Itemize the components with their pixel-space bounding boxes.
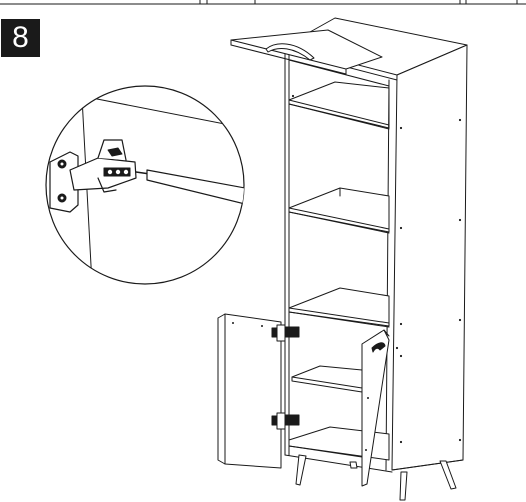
- header-table-fragment: [0, 0, 526, 5]
- leg-front-right: [399, 471, 408, 501]
- cabinet: [284, 17, 468, 501]
- leg-front-left: [295, 454, 307, 486]
- hinge-lower: [271, 412, 300, 430]
- step-number-badge: 8: [1, 19, 40, 57]
- lid-handle: [265, 43, 315, 61]
- hinge-detail: [45, 85, 245, 285]
- hinge-base-plate: [49, 151, 79, 213]
- detail-circle: [45, 85, 245, 285]
- cabinet-right-side: [391, 44, 468, 471]
- leg-back-middle: [349, 461, 358, 469]
- hinge-upper: [271, 324, 300, 342]
- screwdriver: [135, 169, 244, 205]
- shelf-3: [288, 287, 390, 327]
- shelf-1: [288, 81, 390, 129]
- shelf-2: [288, 187, 390, 233]
- hinge-arm: [69, 139, 137, 193]
- door-right: [361, 329, 390, 487]
- top-lid: [230, 29, 383, 75]
- side-dots: [291, 94, 462, 444]
- leg-back-right: [439, 460, 457, 490]
- door-handle: [371, 342, 386, 353]
- door-left: [217, 313, 282, 469]
